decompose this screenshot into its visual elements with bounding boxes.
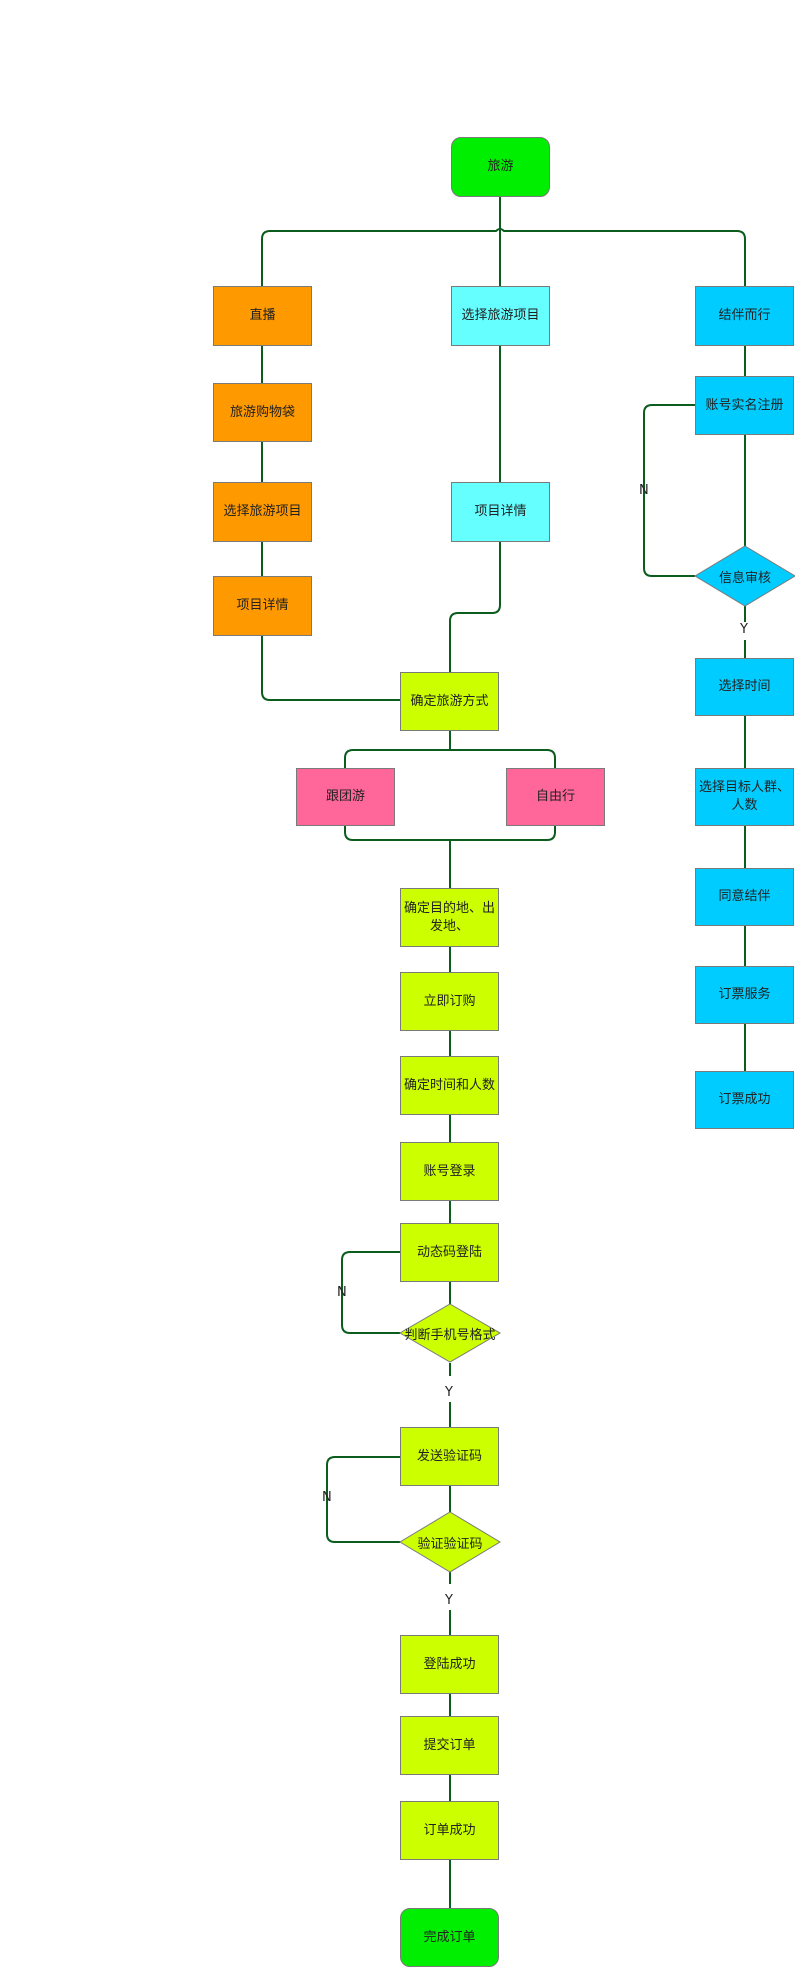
login-success-node: 登陆成功 bbox=[400, 1635, 499, 1694]
shopping-bag-node: 旅游购物袋 bbox=[213, 383, 312, 442]
confirm-mode-node: 确定旅游方式 bbox=[400, 672, 499, 731]
live-node: 直播 bbox=[213, 286, 312, 346]
dynamic-login-node: 动态码登陆 bbox=[400, 1223, 499, 1282]
connector bbox=[643, 404, 695, 577]
verify-code-diamond bbox=[399, 1511, 501, 1573]
info-review-diamond bbox=[694, 545, 795, 607]
review-yes-label: Y bbox=[740, 622, 748, 637]
select-time-node: 选择时间 bbox=[695, 658, 794, 716]
info-review-label: 信息审核 bbox=[718, 570, 771, 586]
connector bbox=[326, 1456, 400, 1543]
connector bbox=[344, 749, 556, 768]
account-login-node: 账号登录 bbox=[400, 1142, 499, 1201]
partner-node: 结伴而行 bbox=[695, 286, 794, 346]
free-travel-node: 自由行 bbox=[506, 768, 605, 826]
phone-no-label: N bbox=[337, 1285, 347, 1300]
submit-order-node: 提交订单 bbox=[400, 1716, 499, 1775]
connector bbox=[344, 826, 556, 841]
connector bbox=[341, 1251, 400, 1334]
send-code-node: 发送验证码 bbox=[400, 1427, 499, 1486]
order-success-node: 订单成功 bbox=[400, 1801, 499, 1860]
select-project-left-node: 选择旅游项目 bbox=[213, 482, 312, 542]
travel-start-node: 旅游 bbox=[451, 137, 550, 197]
connector bbox=[261, 228, 746, 286]
confirm-dest-node: 确定目的地、出发地、 bbox=[400, 888, 499, 947]
code-yes-label: Y bbox=[445, 1593, 453, 1608]
finish-order-node: 完成订单 bbox=[400, 1908, 499, 1967]
realname-node: 账号实名注册 bbox=[695, 376, 794, 435]
agree-partner-node: 同意结伴 bbox=[695, 868, 794, 926]
ticket-service-node: 订票服务 bbox=[695, 966, 794, 1024]
detail-left-node: 项目详情 bbox=[213, 576, 312, 636]
check-phone-label: 判断手机号格式 bbox=[404, 1327, 496, 1343]
check-phone-diamond bbox=[399, 1303, 501, 1363]
connector bbox=[449, 542, 501, 672]
confirm-time-people-node: 确定时间和人数 bbox=[400, 1056, 499, 1115]
buy-now-node: 立即订购 bbox=[400, 972, 499, 1031]
code-no-label: N bbox=[322, 1490, 332, 1505]
connector bbox=[261, 636, 400, 701]
detail-mid-node: 项目详情 bbox=[451, 482, 550, 542]
select-target-node: 选择目标人群、人数 bbox=[695, 768, 794, 826]
phone-yes-label: Y bbox=[445, 1385, 453, 1400]
ticket-success-node: 订票成功 bbox=[695, 1071, 794, 1129]
select-project-mid-node: 选择旅游项目 bbox=[451, 286, 550, 346]
group-tour-node: 跟团游 bbox=[296, 768, 395, 826]
review-no-label: N bbox=[639, 483, 649, 498]
verify-code-label: 验证验证码 bbox=[417, 1536, 483, 1552]
